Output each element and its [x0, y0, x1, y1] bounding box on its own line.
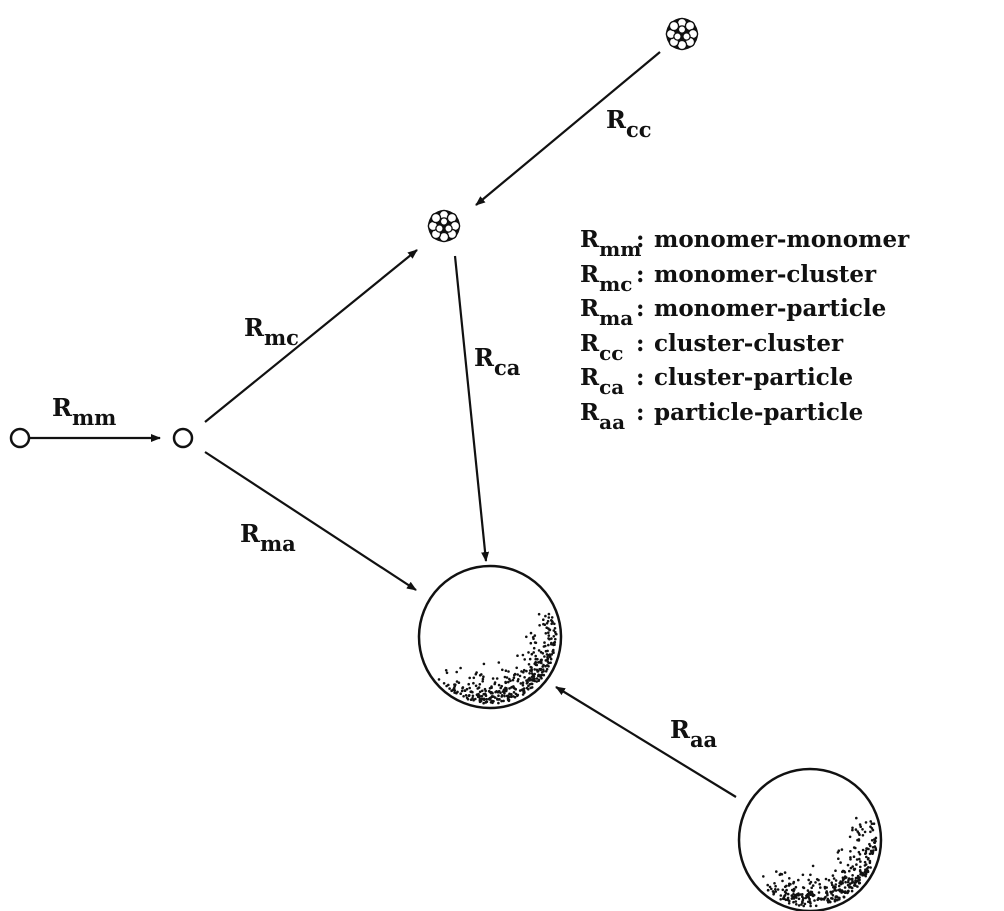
cluster-top — [666, 18, 698, 50]
arrow-rma — [205, 452, 416, 590]
label-rcc: Rcc — [606, 108, 652, 132]
cluster-middle — [428, 210, 460, 242]
label-raa: Raa — [670, 718, 717, 742]
monomer-left — [11, 429, 29, 447]
particle-main — [419, 566, 561, 708]
legend-item-rma: Rma:monomer-particle — [580, 295, 909, 330]
legend: Rmm:monomer-monomer Rmc:monomer-cluster … — [580, 226, 909, 433]
legend-item-raa: Raa:particle-particle — [580, 399, 909, 434]
monomer-center — [174, 429, 192, 447]
arrow-rmc — [205, 250, 417, 422]
arrow-rca — [455, 256, 486, 561]
legend-item-rcc: Rcc:cluster-cluster — [580, 330, 909, 365]
legend-item-rmc: Rmc:monomer-cluster — [580, 261, 909, 296]
label-rmm: Rmm — [52, 396, 116, 420]
legend-item-rca: Rca:cluster-particle — [580, 364, 909, 399]
legend-item-rmm: Rmm:monomer-monomer — [580, 226, 909, 261]
particle-lower — [739, 769, 881, 911]
label-rmc: Rmc — [244, 316, 299, 340]
label-rma: Rma — [240, 522, 296, 546]
label-rca: Rca — [474, 346, 520, 370]
